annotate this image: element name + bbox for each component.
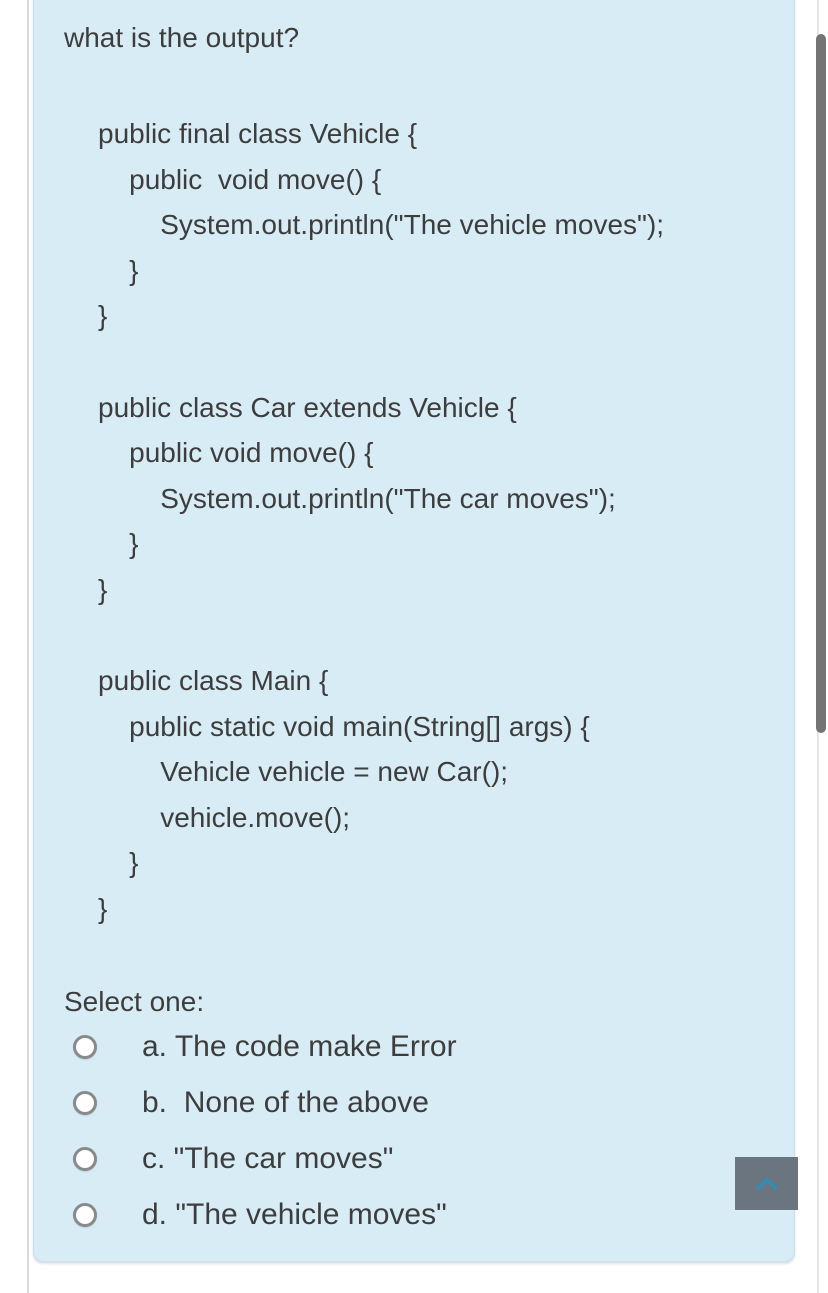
option-label-a: a. The code make Error (142, 1030, 457, 1063)
option-label-b: b. None of the above (142, 1086, 429, 1119)
radio-button-a[interactable] (73, 1035, 97, 1059)
vertical-scrollbar[interactable] (811, 0, 828, 1293)
answer-option-a[interactable]: a. The code make Error (64, 1019, 764, 1075)
code-line: public void move() { (98, 437, 374, 468)
option-label-c: c. "The car moves" (142, 1142, 394, 1175)
scroll-to-top-button[interactable] (735, 1157, 798, 1210)
code-line: vehicle.move(); (98, 801, 351, 833)
chevron-up-icon (755, 1177, 778, 1190)
code-line: public class Car extends Vehicle { (98, 391, 517, 423)
question-prompt: what is the output? (64, 22, 300, 53)
code-line: System.out.println("The vehicle moves"); (98, 209, 665, 240)
code-line: System.out.println("The car moves"); (98, 482, 616, 514)
radio-button-d[interactable] (73, 1203, 97, 1227)
answer-option-d[interactable]: d. "The vehicle moves" (64, 1187, 764, 1243)
code-block-vehicle: public final class Vehicle { public void… (98, 111, 764, 339)
code-line: } (98, 573, 108, 605)
answer-option-b[interactable]: b. None of the above (64, 1075, 764, 1131)
scrollbar-thumb[interactable] (816, 34, 826, 733)
code-line: public static void main(String[] args) { (98, 710, 590, 742)
left-divider-line (27, 0, 29, 1293)
answer-options: a. The code make Error b. None of the ab… (64, 1019, 764, 1243)
code-line: } (98, 254, 139, 286)
code-block-car: public class Car extends Vehicle { publi… (98, 385, 764, 613)
code-line: Vehicle vehicle = new Car(); (98, 756, 509, 787)
code-line: public final class Vehicle { (98, 118, 418, 149)
radio-button-b[interactable] (73, 1091, 97, 1115)
answer-option-c[interactable]: c. "The car moves" (64, 1131, 764, 1187)
code-line: public class Main { (98, 665, 329, 696)
code-line: } (98, 528, 139, 559)
code-line: } (98, 300, 108, 331)
option-label-d: d. "The vehicle moves" (142, 1198, 447, 1231)
question-card: what is the output? public final class V… (33, 0, 795, 1262)
radio-button-c[interactable] (73, 1147, 97, 1171)
code-line: } (98, 847, 139, 878)
select-one-label: Select one: (64, 986, 205, 1017)
code-line: } (98, 892, 108, 924)
code-line: public void move() { (98, 163, 382, 195)
code-block-main: public class Main { public static void m… (98, 658, 764, 931)
